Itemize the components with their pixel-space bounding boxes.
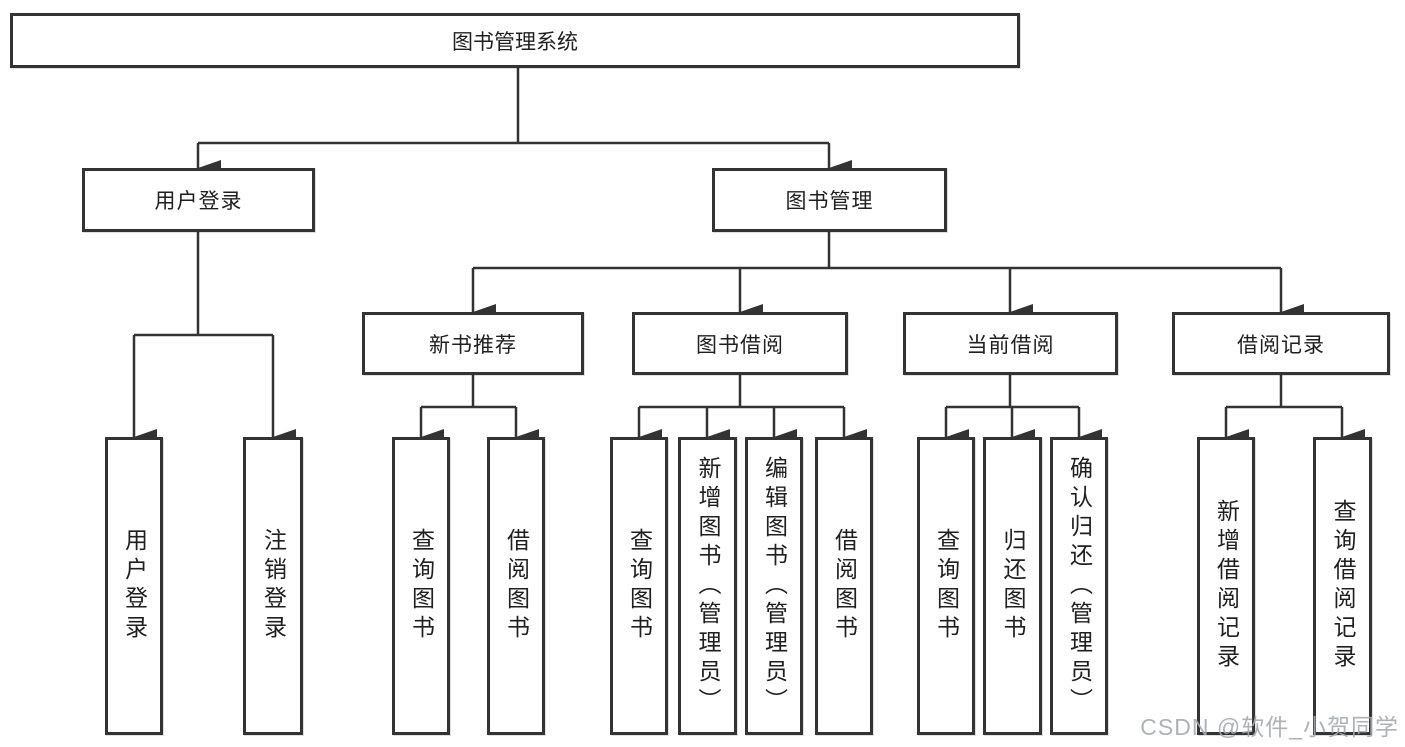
leaf-label: 注销登录	[260, 528, 287, 644]
leaf-nb-query-books: 查询图书	[392, 437, 450, 735]
node-label: 用户登录	[154, 190, 243, 213]
leaf-nb-borrow-books: 借阅图书	[487, 437, 545, 735]
leaf-bb-query-books: 查询图书	[610, 437, 668, 735]
leaf-br-query-borrow-record: 查询借阅记录	[1313, 437, 1372, 735]
connector-book-borrow-to-leaves	[637, 375, 867, 445]
leaf-label: 归还图书	[1000, 528, 1026, 644]
connector-current-borrow-to-leaves	[944, 375, 1102, 445]
leaf-label: 确认归还（管理员）	[1066, 455, 1093, 717]
csdn-watermark: CSDN @软件_小贺同学	[1140, 714, 1399, 740]
leaf-label: 借阅图书	[503, 528, 530, 644]
leaf-label: 查询借阅记录	[1330, 499, 1356, 673]
connector-book-mgmt-to-level3	[471, 232, 1304, 320]
leaf-label: 新增图书（管理员）	[695, 455, 721, 717]
node-borrowing-records: 借阅记录	[1172, 312, 1390, 375]
node-label: 新书推荐	[429, 333, 517, 357]
node-label: 当前借阅	[966, 333, 1055, 357]
leaf-label: 编辑图书（管理员）	[761, 455, 788, 717]
leaf-bb-add-books-admin: 新增图书（管理员）	[678, 437, 737, 735]
node-label: 图书借阅	[696, 333, 784, 357]
connector-root-to-level2	[196, 68, 852, 176]
leaf-user-login: 用户登录	[105, 437, 163, 735]
leaf-label: 查询图书	[626, 528, 653, 644]
node-book-borrowing: 图书借阅	[632, 312, 848, 375]
node-library-management-system: 图书管理系统	[10, 13, 1020, 68]
node-label: 图书管理	[785, 190, 874, 213]
leaf-br-add-borrow-record: 新增借阅记录	[1197, 437, 1255, 735]
node-label: 借阅记录	[1237, 333, 1325, 357]
node-book-management: 图书管理	[712, 168, 947, 232]
leaf-label: 查询图书	[408, 528, 435, 644]
leaf-label: 用户登录	[121, 528, 148, 644]
leaf-cb-query-books: 查询图书	[917, 437, 975, 735]
node-current-borrowing: 当前借阅	[903, 312, 1118, 375]
node-label: 图书管理系统	[452, 30, 578, 54]
leaf-bb-borrow-books: 借阅图书	[815, 437, 873, 735]
leaf-label: 查询图书	[933, 528, 960, 644]
leaf-cb-return-books: 归还图书	[983, 437, 1042, 735]
node-new-book-recommendation: 新书推荐	[362, 312, 584, 375]
leaf-cb-confirm-return-admin: 确认归还（管理员）	[1050, 437, 1108, 735]
node-user-login: 用户登录	[82, 168, 315, 232]
leaf-label: 借阅图书	[831, 528, 858, 644]
leaf-logout: 注销登录	[243, 437, 303, 735]
leaf-label: 新增借阅记录	[1213, 499, 1240, 673]
connector-new-books-to-leaves	[419, 375, 539, 445]
connector-borrow-records-to-leaves	[1224, 375, 1365, 445]
leaf-bb-edit-books-admin: 编辑图书（管理员）	[745, 437, 803, 735]
connector-user-login-to-leaves	[132, 232, 296, 445]
